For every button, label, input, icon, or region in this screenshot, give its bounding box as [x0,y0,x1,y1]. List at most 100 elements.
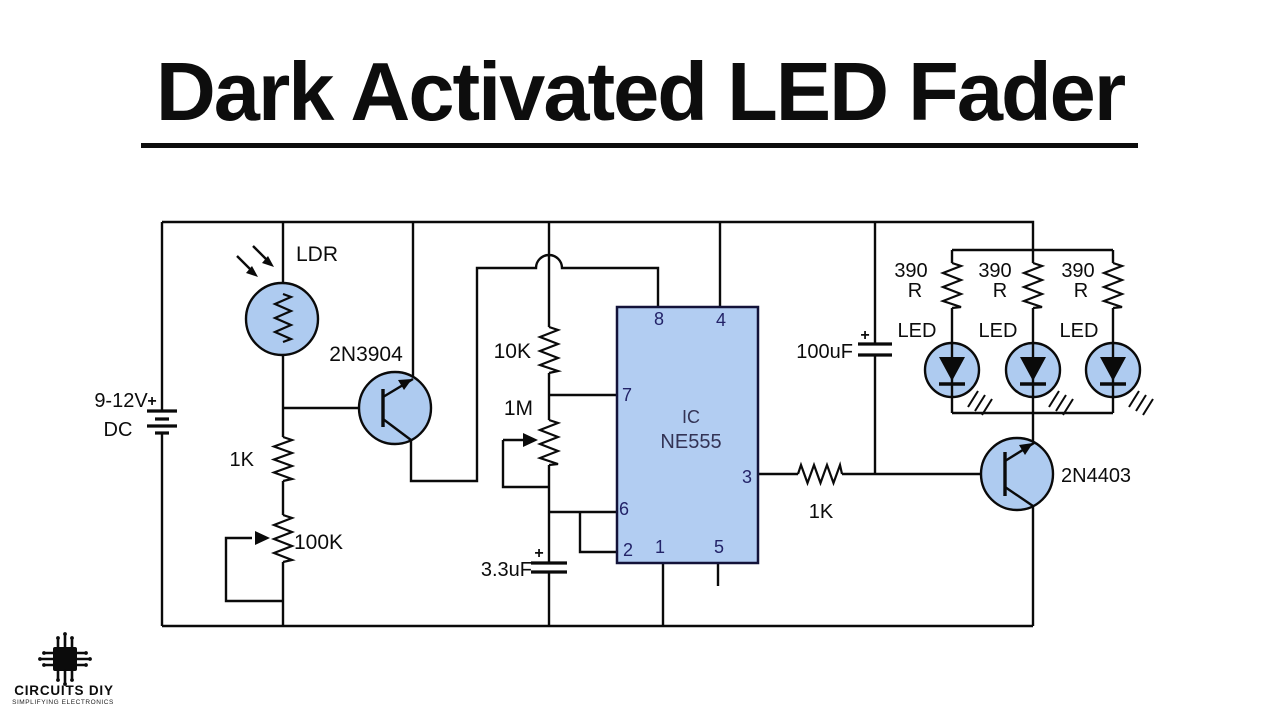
battery-symbol: + 9-12V DC [94,390,177,441]
potentiometer-100k-wiper-arrowhead [255,531,270,545]
brand-tagline: SIMPLIFYING ELECTRONICS [12,699,114,706]
ic-pin-3: 3 [742,467,752,487]
led3-resistor-zigzag [1100,261,1126,310]
led2-emission-lines [1048,390,1074,416]
potentiometer-1m-label: 1M [504,397,533,420]
transistor-2n4403-lower-lead [1004,486,1034,507]
transistor-2n4403-symbol: 2N4403 [979,436,1131,512]
chip-pin-dot [42,651,46,655]
led-branch-3: 390 R LED [1060,260,1154,416]
brand-name: CIRCUITS DIY [14,683,114,698]
chip-icon-body [53,647,77,671]
ldr-light-arrow [252,245,267,260]
capacitor-100uf-symbol: + 100uF [796,327,892,363]
led2-resistor-zigzag [1020,261,1046,310]
capacitor-3-3uf-label: 3.3uF [481,559,532,581]
wire-top-rail [162,220,1035,250]
led3-diode-triangle [1100,357,1126,381]
led2-diode-triangle [1020,357,1046,381]
potentiometer-1m-wiper-arrowhead [523,433,538,447]
led1-resistor-value: 390 [894,260,927,282]
potentiometer-100k-symbol: 100K [255,513,343,564]
title-underline [141,143,1138,148]
resistor-r3-label: 1K [809,501,834,523]
led1-resistor-zigzag [939,261,965,310]
ic-pin-2: 2 [623,540,633,560]
resistor-r3-symbol: 1K [796,461,844,523]
led3-resistor-unit: R [1074,280,1088,302]
ic-ne555-body [615,305,760,565]
chip-pin-dot [70,636,74,640]
wire-pot1-wiper-loop [224,536,283,603]
led1-label: LED [898,320,937,342]
transistor-2n3904-arrow [398,379,412,390]
resistor-r1-symbol: 1K [230,435,296,483]
ic-pin-4: 4 [716,310,726,330]
supply-type-label: DC [104,419,133,441]
ldr-light-arrow [236,255,251,270]
brand-logo: CIRCUITS DIY SIMPLIFYING ELECTRONICS [12,632,114,706]
led2-label: LED [979,320,1018,342]
ldr-label: LDR [296,243,338,266]
ic-pin-8: 8 [654,309,664,329]
resistor-r1-zigzag [270,435,296,483]
chip-pin-dot [56,636,60,640]
transistor-2n3904-label: 2N3904 [329,343,403,366]
ic-pin-1: 1 [655,537,665,557]
chip-pin-dot [84,651,88,655]
battery-plus-sign: + [147,393,156,410]
ic-pin-6: 6 [619,499,629,519]
chip-icon [38,632,92,686]
transistor-2n3904-symbol: 2N3904 [329,343,433,446]
ic-ne555: 8 4 7 6 2 1 5 3 IC NE555 [615,305,760,565]
chip-pin-dot [88,657,92,661]
wire-q1-emitter-to-pin8 [409,253,660,483]
ic-pin-7: 7 [622,385,632,405]
capacitor-3-3uf-symbol: + 3.3uF [481,545,567,581]
chip-pin-dot [63,632,67,636]
chip-pin-dot [63,682,67,686]
ldr-light-arrowhead [262,256,274,267]
chip-icon-pins [40,634,90,684]
chip-pin-dot [42,663,46,667]
transistor-2n3904-lower-lead [382,418,412,441]
chip-pin-dot [84,663,88,667]
potentiometer-100k-zigzag [270,513,296,564]
potentiometer-1m-symbol: 1M [503,397,562,467]
ldr-light-arrowhead [246,266,258,277]
resistor-10k-symbol: 10K [494,325,563,375]
transistor-2n4403-arrow [1019,443,1033,455]
led3-emission-lines [1128,390,1154,416]
led1-emission-lines [967,390,993,416]
chip-pin-dot [38,657,42,661]
led3-label: LED [1060,320,1099,342]
led-branch-1: 390 R LED [894,260,993,416]
wires [160,220,1115,628]
wire-pin2 [578,512,617,554]
resistor-10k-label: 10K [494,340,531,363]
led1-resistor-unit: R [908,280,922,302]
led2-resistor-value: 390 [978,260,1011,282]
led-branch-2: 390 R LED [978,260,1074,416]
page-title: Dark Activated LED Fader [155,45,1126,138]
potentiometer-100k-label: 100K [294,531,343,554]
resistor-r3-zigzag [796,461,844,487]
chip-pin-dot [70,678,74,682]
capacitor-100uf-plus: + [860,327,869,344]
potentiometer-1m-zigzag [536,418,562,467]
ldr-body [244,281,320,357]
ldr-resistive-element [272,292,294,344]
wire-pot2-wiper-loop [501,440,549,489]
ldr-symbol: LDR [236,243,338,357]
led3-resistor-value: 390 [1061,260,1094,282]
resistor-r1-label: 1K [230,449,255,471]
ic-name-line1: IC [682,407,700,427]
chip-pin-dot [56,678,60,682]
led2-resistor-unit: R [993,280,1007,302]
transistor-2n4403-body [979,436,1055,512]
ic-pin-5: 5 [714,537,724,557]
resistor-10k-zigzag [536,325,563,375]
led1-diode-triangle [939,357,965,381]
ic-name-line2: NE555 [660,431,721,453]
